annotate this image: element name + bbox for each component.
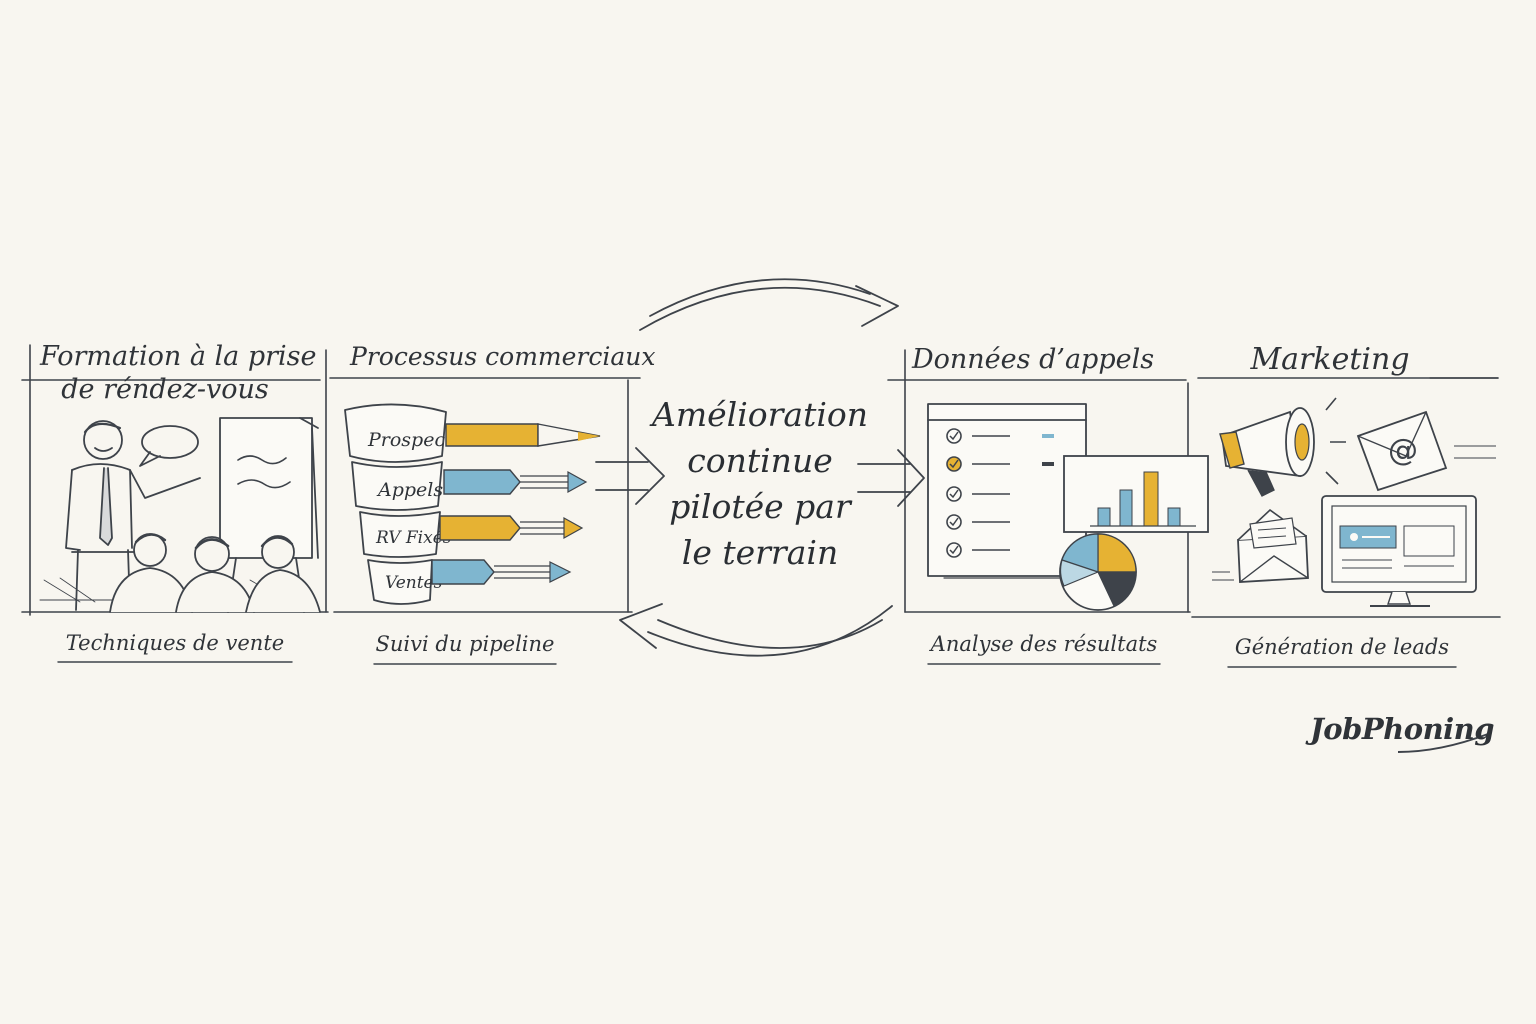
panel-title-marketing: Marketing bbox=[1250, 342, 1410, 377]
brand-logo: JobPhoning bbox=[1310, 712, 1495, 746]
panel-caption-techniques: Techniques de vente bbox=[65, 631, 285, 655]
cycle-arrow-bottom bbox=[619, 603, 893, 657]
center-improvement-text: Amélioration continue pilotée par le ter… bbox=[640, 392, 880, 576]
panel-title-formation-line2: de réndez-vous bbox=[61, 374, 269, 405]
svg-text:@: @ bbox=[1388, 433, 1418, 468]
megaphone-icon bbox=[1219, 397, 1346, 497]
panel-frames bbox=[21, 344, 1501, 618]
funnel-label-appels: Appels bbox=[376, 479, 443, 501]
presentation-trainer-icon bbox=[39, 417, 321, 613]
funnel-label-prospects: Prospects bbox=[367, 429, 463, 451]
panel-title-donnees: Données d’appels bbox=[912, 344, 1155, 375]
funnel-arrow-yellow-2 bbox=[439, 515, 584, 541]
panel-caption-pipeline: Suivi du pipeline bbox=[375, 632, 555, 656]
funnel-label-rv-fixes: RV Fixés bbox=[375, 528, 452, 548]
funnel-arrow-blue-1 bbox=[443, 469, 588, 495]
funnel-arrow-yellow-1 bbox=[445, 423, 601, 447]
center-line-2: continue bbox=[687, 441, 833, 480]
megaphone-email-icon: @ bbox=[1212, 397, 1496, 607]
panel-title-formation: Formation à la prise de réndez-vous bbox=[40, 340, 317, 406]
panel-title-processus: Processus commerciaux bbox=[350, 342, 656, 371]
checklist bbox=[946, 428, 1054, 558]
cycle-arrow-top bbox=[639, 278, 899, 331]
caption-underlines bbox=[57, 377, 1499, 668]
monitor-icon bbox=[1321, 495, 1477, 607]
pie-chart bbox=[1059, 533, 1137, 611]
panel-caption-analyse: Analyse des résultats bbox=[930, 632, 1158, 656]
dashboard-chart-icon bbox=[927, 403, 1209, 611]
funnel-label-ventes: Ventes bbox=[385, 573, 443, 593]
arrow-center-to-data bbox=[857, 449, 925, 507]
center-line-3: pilotée par bbox=[669, 487, 851, 526]
panel-title-formation-line1: Formation à la prise bbox=[40, 341, 317, 372]
email-at-icon: @ bbox=[1356, 410, 1448, 492]
center-line-1: Amélioration bbox=[651, 395, 868, 434]
center-line-4: le terrain bbox=[681, 533, 839, 572]
funnel-arrow-blue-2 bbox=[431, 559, 572, 585]
panel-caption-generation: Génération de leads bbox=[1234, 635, 1450, 659]
bar-chart-card bbox=[1063, 455, 1209, 533]
sales-funnel-icon: Prospects Appels RV Fixés Ventes bbox=[344, 403, 601, 605]
brand-swash bbox=[1397, 733, 1489, 753]
arrow-right-to-center bbox=[595, 447, 665, 505]
envelope-icon bbox=[1237, 508, 1309, 583]
